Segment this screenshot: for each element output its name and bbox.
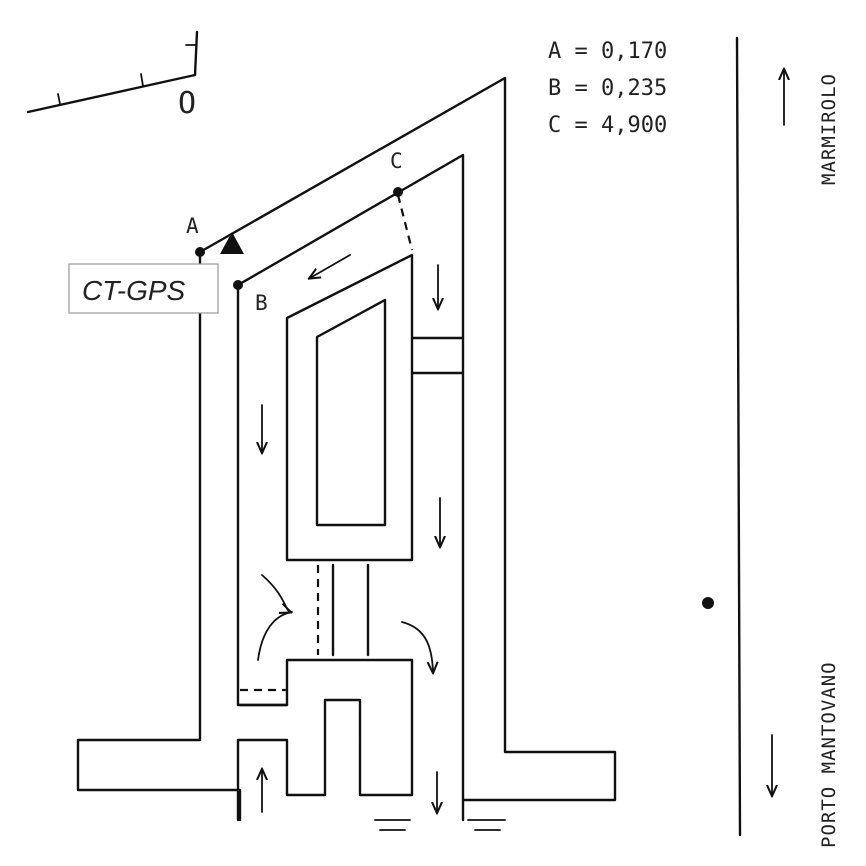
road: MARMIROLO PORTO MANTOVANO <box>702 36 840 848</box>
station-label: CT-GPS <box>68 263 219 314</box>
side-branch <box>410 336 465 375</box>
island-connector <box>316 563 370 657</box>
point-a-label: A <box>186 214 199 238</box>
distance-legend: A = 0,170 B = 0,235 C = 4,900 <box>548 39 667 138</box>
point-c-label: C <box>390 149 403 173</box>
road-label-north: MARMIROLO <box>818 73 840 185</box>
station-label-text: CT-GPS <box>82 275 186 306</box>
water-level-marks <box>374 819 506 831</box>
road-label-south: PORTO MANTOVANO <box>818 661 840 848</box>
legend-line-a: A = 0,170 <box>548 39 667 64</box>
flow-arrows <box>258 254 440 812</box>
point-c: C <box>390 149 403 197</box>
dashed-link-c <box>396 194 414 251</box>
station-triangle-icon <box>220 232 244 254</box>
point-b: B <box>233 280 268 315</box>
legend-line-b: B = 0,235 <box>548 76 667 101</box>
point-a: A <box>186 214 205 257</box>
left-culvert <box>238 688 289 707</box>
scale-origin-label: O <box>178 86 196 121</box>
outer-channel <box>76 76 617 822</box>
inner-channel <box>236 153 465 822</box>
point-b-label: B <box>255 291 268 315</box>
legend-line-c: C = 4,900 <box>548 113 667 138</box>
central-island <box>285 253 414 562</box>
road-point-marker <box>702 597 714 609</box>
scale-indicator: O <box>26 30 199 121</box>
